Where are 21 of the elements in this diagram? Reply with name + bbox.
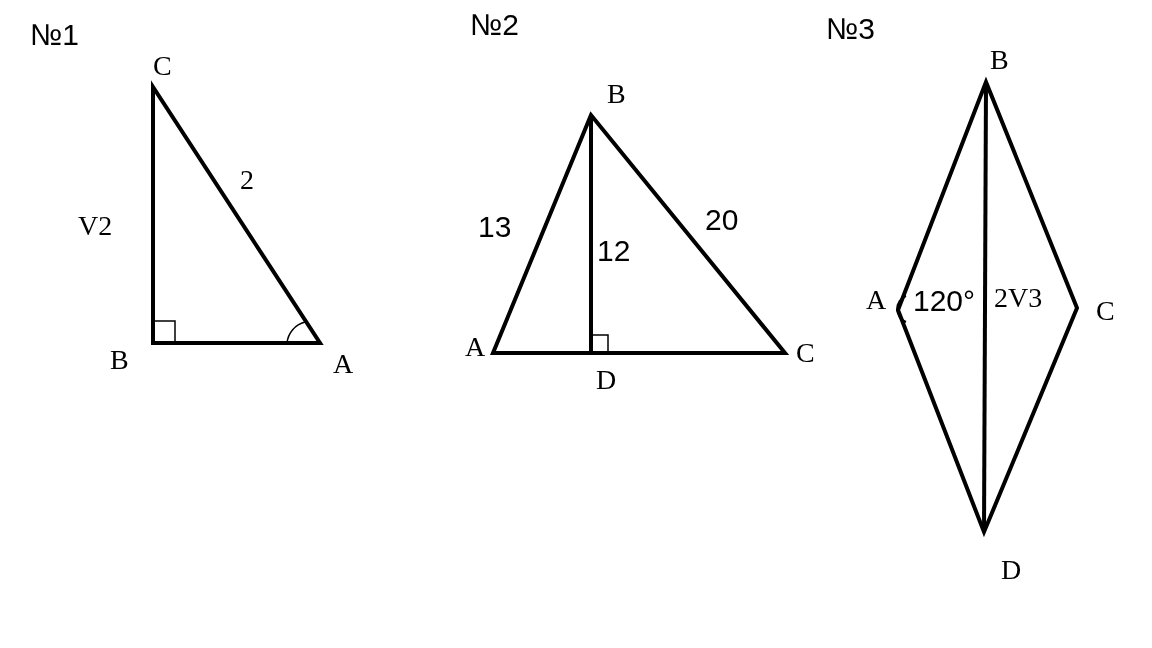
vertex-label: A <box>465 333 486 361</box>
diagonal-length-label: 2V3 <box>994 284 1043 312</box>
side-length-label: 20 <box>705 205 739 235</box>
vertex-label: C <box>796 339 815 367</box>
side-length-label: 13 <box>478 212 512 242</box>
angle-label: 120° <box>913 286 976 316</box>
height-length-label: 12 <box>597 236 631 266</box>
figure-number: №3 <box>826 14 875 44</box>
figure-number: №2 <box>470 10 519 40</box>
vertex-label: B <box>110 346 129 374</box>
vertex-label: D <box>1001 556 1022 584</box>
vertex-label: B <box>607 80 626 108</box>
vertex-label: A <box>866 286 887 314</box>
vertex-label: A <box>333 350 354 378</box>
vertex-label: C <box>1096 297 1115 325</box>
vertex-label: B <box>990 46 1009 74</box>
vertex-label: D <box>596 366 617 394</box>
vertex-label: C <box>153 52 172 80</box>
figure-number: №1 <box>30 20 79 50</box>
side-length-label: V2 <box>78 212 113 240</box>
side-length-label: 2 <box>240 166 254 194</box>
